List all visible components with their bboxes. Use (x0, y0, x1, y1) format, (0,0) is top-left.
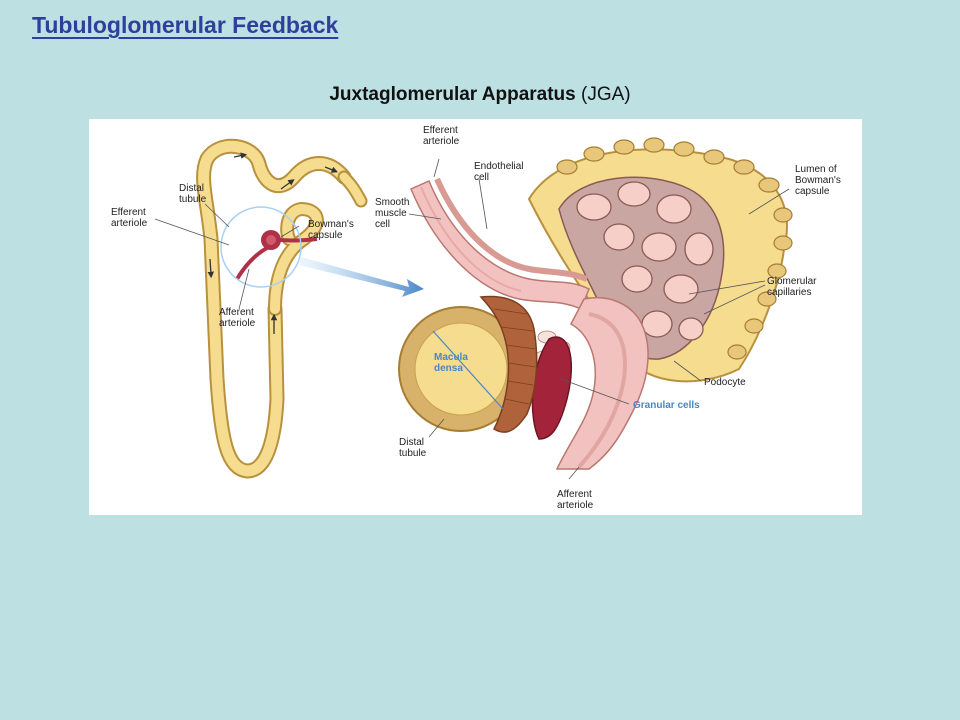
label-smooth-muscle-cell: Smooth muscle cell (375, 197, 410, 230)
macula-densa-cells (479, 295, 538, 433)
label-afferent-arteriole-left: Afferent arteriole (219, 307, 256, 329)
figure-heading-rest: (JGA) (575, 84, 631, 105)
nephron-overview (154, 138, 368, 479)
jga-illustration: Efferent arteriole Distal tubule Bowman'… (89, 119, 862, 515)
figure-heading: Juxtaglomerular Apparatus (JGA) (0, 84, 960, 106)
label-bowmans-capsule: Bowman's capsule (308, 219, 354, 241)
label-podocyte: Podocyte (704, 377, 746, 388)
label-granular-cells: Granular cells (633, 400, 700, 411)
capsule-epithelium (556, 137, 793, 360)
nephron-tubule (198, 140, 350, 477)
jga-detail (398, 137, 793, 480)
capillary-loops (576, 181, 714, 341)
label-efferent-arteriole-right: Efferent arteriole (423, 125, 460, 147)
afferent-arteriole (555, 297, 649, 470)
slide-title: Tubuloglomerular Feedback (32, 12, 339, 38)
figure-heading-bold: Juxtaglomerular Apparatus (329, 84, 576, 105)
label-afferent-arteriole-right: Afferent arteriole (557, 489, 594, 511)
label-glomerular-capillaries: Glomerular capillaries (767, 276, 817, 298)
label-distal-tubule-right: Distal tubule (399, 437, 427, 459)
zoom-arrow (299, 257, 424, 297)
label-efferent-arteriole-left: Efferent arteriole (111, 207, 148, 229)
label-endothelial-cell: Endothelial cell (474, 161, 524, 183)
jga-drawing (154, 137, 793, 480)
label-lumen-bowmans-capsule: Lumen of Bowman's capsule (795, 164, 841, 197)
zoom-circle (220, 206, 302, 288)
label-macula-densa: Macula densa (434, 352, 468, 374)
label-distal-tubule-left: Distal tubule (179, 183, 207, 205)
